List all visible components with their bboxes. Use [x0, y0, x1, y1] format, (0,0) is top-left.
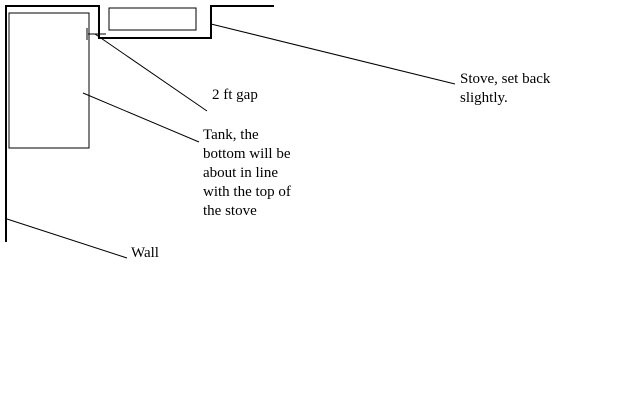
tank-label-line: bottom will be — [203, 146, 291, 162]
gap-label-text: 2 ft gap — [212, 87, 258, 103]
tank-label: Tank, the bottom will be about in line w… — [203, 126, 291, 221]
wall-label: Wall — [131, 244, 159, 263]
wall-leader-line — [6, 218, 128, 259]
tank-shape — [8, 12, 90, 149]
tank-leader-line — [82, 92, 200, 143]
tank-label-line: Tank, the — [203, 127, 259, 143]
tank-label-line: the stove — [203, 203, 257, 219]
tank-label-line: with the top of — [203, 184, 291, 200]
stove-shape — [108, 7, 197, 31]
stove-leader-line — [210, 23, 456, 85]
gap-label: 2 ft gap — [212, 86, 258, 105]
stove-label-line: Stove, set back — [460, 71, 551, 87]
stove-label: Stove, set back slightly. — [460, 70, 550, 108]
wall-label-text: Wall — [131, 245, 159, 261]
tank-label-line: about in line — [203, 165, 278, 181]
stove-label-line: slightly. — [460, 90, 508, 106]
gap-leader-line — [94, 33, 208, 112]
wall-outline — [5, 5, 274, 242]
